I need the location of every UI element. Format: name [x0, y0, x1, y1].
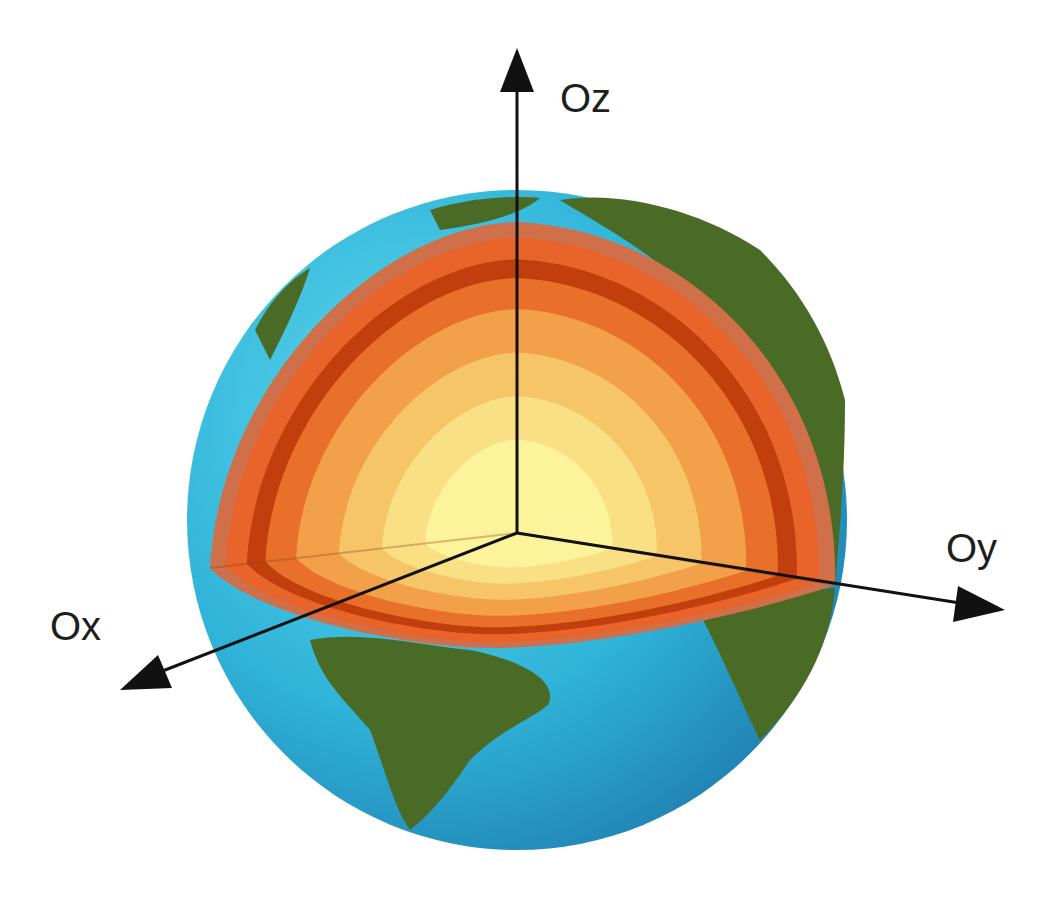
earth-layer — [382, 396, 657, 583]
axes — [120, 48, 1005, 690]
earth-layers — [210, 222, 835, 648]
arrow-head — [500, 48, 534, 92]
x-axis — [160, 533, 517, 672]
arrow-head — [120, 655, 172, 690]
arrow-head — [953, 586, 1005, 622]
axis-label: Oz — [560, 78, 611, 118]
y-axis — [517, 533, 960, 603]
earth-layer — [265, 278, 778, 627]
earth-layer — [425, 440, 613, 568]
earth-layer — [210, 222, 835, 648]
earth-layer — [225, 238, 819, 643]
earth-layer — [296, 309, 746, 616]
earth-layer — [247, 259, 797, 634]
axis-label: Ox — [50, 606, 101, 646]
continent — [310, 637, 550, 830]
z-axis — [516, 90, 519, 533]
earth-layer — [339, 353, 702, 600]
axis-label: Oy — [946, 528, 997, 568]
